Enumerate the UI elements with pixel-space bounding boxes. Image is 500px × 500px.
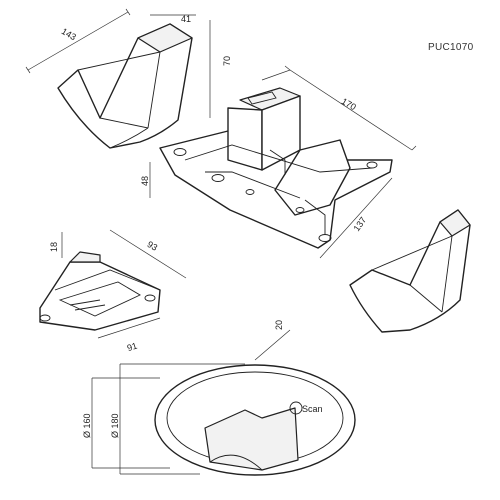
dim-canopy-outer: Ø 180 — [110, 413, 120, 438]
cable-clamp — [39, 251, 161, 331]
canopy-dimensions: Ø 160 Ø 180 20 — [82, 320, 291, 475]
dim-clamp-height: 18 — [49, 242, 59, 252]
clamp-dimensions: 18 93 91 — [49, 229, 187, 354]
mounting-bracket — [159, 87, 393, 249]
canopy-logo-text: Scan — [302, 404, 323, 414]
dim-cover-length: 143 — [60, 26, 78, 42]
dim-bracket-width: 137 — [351, 215, 368, 233]
cover-shell-right — [349, 209, 471, 333]
cover-shell-top — [57, 23, 193, 149]
dim-cover-height: 70 — [222, 56, 232, 66]
dim-clamp-width: 91 — [126, 341, 139, 354]
product-code: PUC1070 — [428, 42, 474, 53]
dim-canopy-depth: 20 — [274, 320, 284, 330]
dim-bracket-length: 170 — [340, 96, 358, 112]
round-canopy: Scan — [154, 364, 356, 476]
dim-clamp-length: 93 — [146, 239, 160, 253]
dim-bracket-height: 48 — [140, 176, 150, 186]
dim-cover-width: 41 — [181, 14, 191, 24]
dim-canopy-inner: Ø 160 — [82, 413, 92, 438]
